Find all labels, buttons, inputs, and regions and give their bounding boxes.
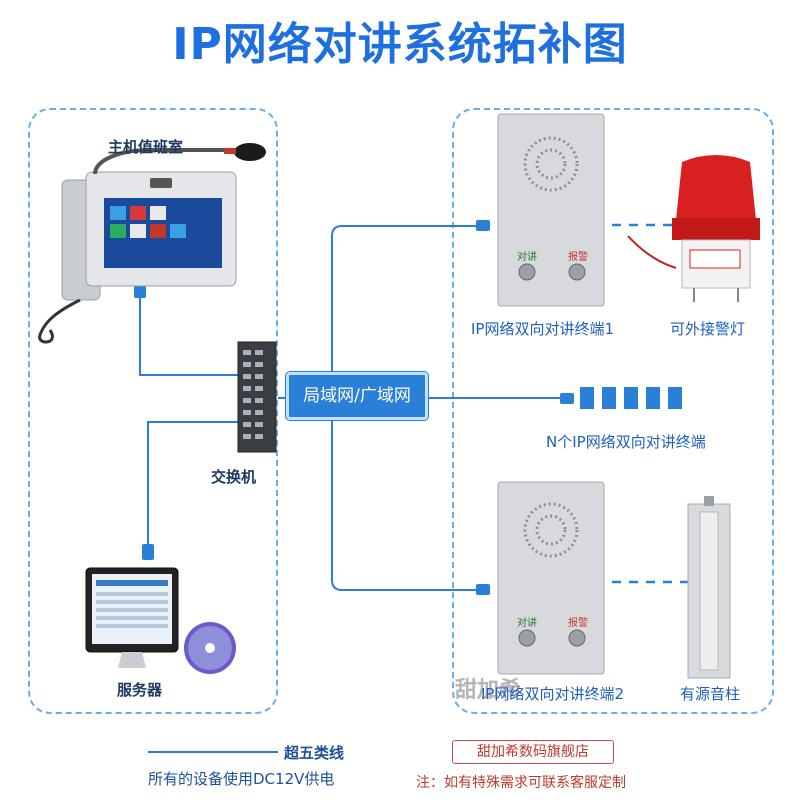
shop-badge: 甜加希数码旗舰店: [452, 740, 614, 764]
terminal1-talk-label: 对讲: [517, 252, 537, 263]
wire-lines: [139, 225, 568, 591]
terminal-group-box: [452, 108, 774, 714]
plug-terminal1: [476, 220, 490, 231]
network-box: 局域网/广域网: [286, 372, 428, 420]
wire-switch-server: [147, 421, 238, 548]
plug-n: [560, 393, 574, 404]
watermark: 甜加希: [455, 678, 522, 703]
plug-terminal2: [476, 584, 490, 595]
terminal1-alarm-label: 报警: [568, 252, 588, 263]
page-title: IP网络对讲系统拓补图: [172, 19, 628, 70]
terminal2-device: [497, 481, 605, 675]
terminal2-alarm-label: 报警: [568, 618, 588, 629]
plug-server: [142, 544, 154, 560]
n-terminal-squares: [580, 387, 682, 409]
host-group-box: [28, 108, 278, 714]
column-speaker-device: [687, 496, 731, 679]
terminal1-label: IP网络双向对讲终端1: [471, 320, 615, 338]
network-switch-device: [237, 341, 277, 453]
legend-label: 超五类线: [284, 744, 345, 762]
host-label: 主机值班室: [108, 138, 184, 156]
custom-note: 注：如有特殊需求可联系客服定制: [416, 775, 626, 791]
terminal1-device: [497, 113, 605, 307]
switch-label: 交换机: [211, 468, 257, 486]
alarm-light-device: [627, 155, 760, 302]
alarm-light-label: 可外接警灯: [670, 320, 746, 338]
wire-host-switch: [139, 290, 238, 376]
terminal2-label: IP网络双向对讲终端2: [481, 685, 625, 703]
server-label: 服务器: [117, 681, 163, 699]
wire-network-terminal2: [331, 420, 478, 591]
n-terminals-label: N个IP网络双向对讲终端: [546, 433, 706, 451]
terminal2-talk-label: 对讲: [517, 618, 537, 629]
speaker-label: 有源音柱: [680, 685, 741, 703]
wire-network-terminal1: [331, 225, 478, 372]
server-device: [85, 567, 236, 674]
power-note: 所有的设备使用DC12V供电: [148, 770, 335, 788]
host-console-device: [38, 143, 266, 344]
